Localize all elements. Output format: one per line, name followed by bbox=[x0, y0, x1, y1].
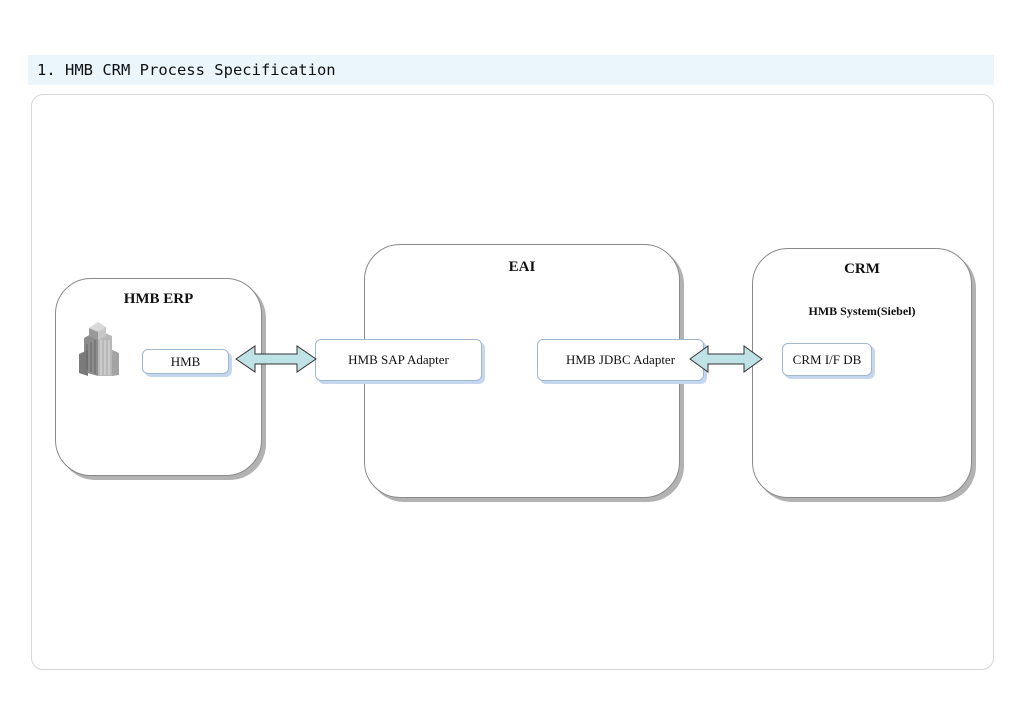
erp-eai-arrow bbox=[235, 345, 317, 373]
section-header: 1. HMB CRM Process Specification bbox=[28, 55, 994, 85]
page-title: 1. HMB CRM Process Specification bbox=[37, 61, 336, 79]
building-icon bbox=[79, 322, 119, 376]
crm-if-db-node: CRM I/F DB bbox=[782, 343, 872, 376]
hmb-node: HMB bbox=[142, 349, 229, 374]
eai-group-title: EAI bbox=[508, 259, 536, 275]
jdbc-adapter-node: HMB JDBC Adapter bbox=[537, 339, 704, 381]
crm-group-title: CRM bbox=[844, 261, 880, 277]
erp-group: HMB ERP bbox=[55, 278, 262, 476]
eai-crm-arrow bbox=[689, 345, 763, 373]
erp-group-title: HMB ERP bbox=[123, 291, 194, 307]
crm-subtitle: HMB System(Siebel) bbox=[808, 304, 916, 318]
sap-adapter-node: HMB SAP Adapter bbox=[315, 339, 482, 381]
